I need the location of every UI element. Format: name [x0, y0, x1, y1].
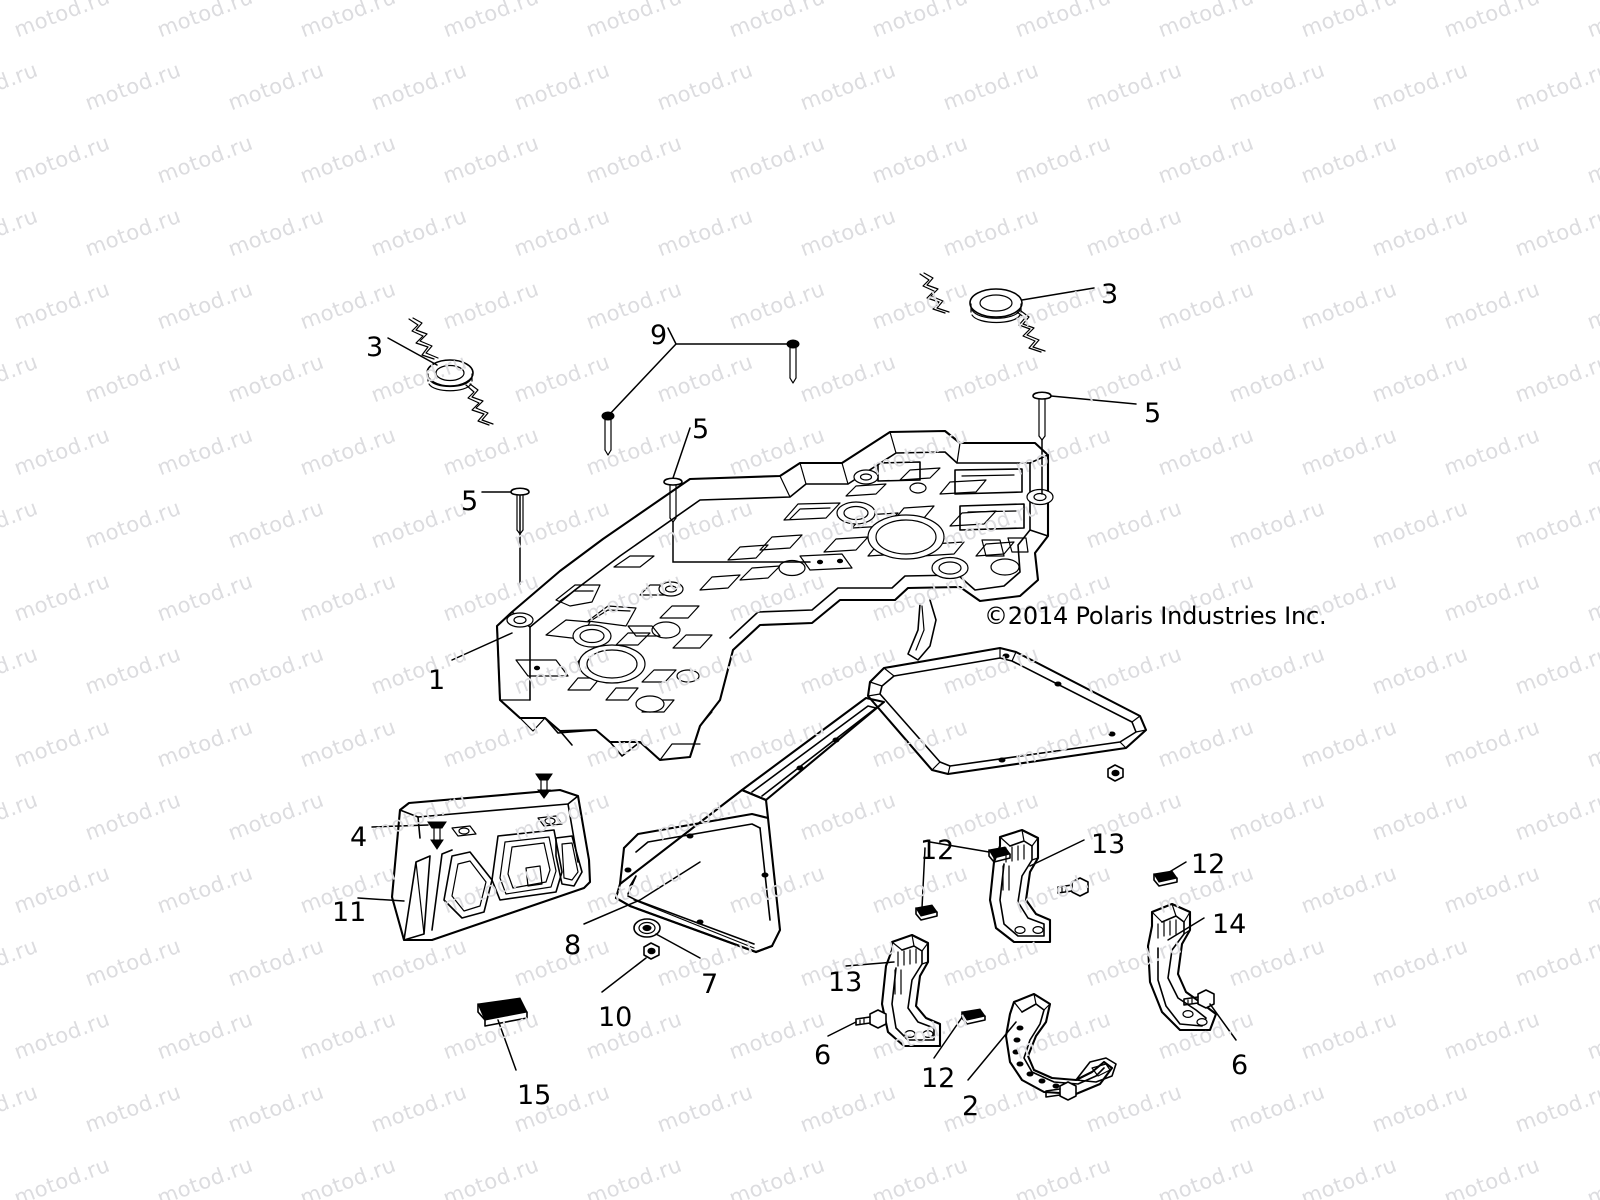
part-screw-5a	[511, 488, 529, 534]
part-flanged-washer	[634, 919, 660, 937]
part-spacer-clip-d	[962, 1009, 985, 1024]
callout-spacer-clip: 12	[1191, 849, 1226, 880]
callout-tubular-rack-frame: 8	[564, 930, 582, 961]
callout-push-rivet: 4	[350, 822, 368, 853]
callout-rear-panel: 11	[332, 897, 367, 928]
part-hex-bolt-d	[1046, 1082, 1076, 1100]
callout-screw-button-head: 5	[461, 486, 479, 517]
part-grommet-with-strap-right	[920, 273, 1045, 352]
part-screw-5b	[664, 478, 682, 522]
callout-hex-bolt: 6	[1231, 1050, 1249, 1081]
callout-hex-bolt: 6	[814, 1040, 832, 1071]
callout-flanged-washer: 7	[701, 969, 719, 1000]
part-mount-bracket-right	[990, 830, 1050, 942]
part-push-rivet	[428, 774, 552, 849]
part-hex-nut	[644, 765, 1123, 959]
callout-rear-rack-assembly: 1	[428, 665, 446, 696]
callout-hex-nut: 10	[598, 1002, 633, 1033]
callout-grommet-with-strap-left: 3	[366, 332, 384, 363]
part-screw-5c	[1033, 392, 1051, 440]
part-long-screw-b	[787, 340, 799, 383]
part-curved-support-arm	[1148, 904, 1216, 1030]
callout-screw-button-head: 5	[1144, 398, 1162, 429]
callout-rubber-pad: 15	[517, 1080, 552, 1111]
part-grommet-with-strap-left	[409, 318, 493, 425]
part-spacer-clip-c	[916, 905, 937, 920]
part-mount-bracket-left	[882, 935, 940, 1046]
part-rear-panel	[392, 790, 590, 940]
callout-mount-bracket-right: 13	[1091, 829, 1126, 860]
part-rear-rack-assembly	[497, 431, 1053, 760]
callout-curved-support-arm: 14	[1212, 909, 1247, 940]
part-rubber-pad	[478, 998, 527, 1026]
callout-long-screw: 9	[650, 320, 668, 351]
part-long-screw-a	[602, 412, 614, 455]
part-spacer-clip-b	[1154, 871, 1177, 886]
callout-grommet-with-strap-right: 3	[1101, 279, 1119, 310]
callout-mount-bracket-left: 13	[828, 967, 863, 998]
part-hex-bolt-c	[1058, 878, 1088, 896]
callout-curved-bracket: 2	[962, 1091, 980, 1122]
copyright-notice: ©2014 Polaris Industries Inc.	[984, 602, 1327, 630]
callout-spacer-clip: 12	[921, 1063, 956, 1094]
callout-screw-button-head: 5	[692, 414, 710, 445]
part-curved-bracket	[1006, 994, 1116, 1094]
part-tubular-rack-frame	[616, 648, 1146, 952]
part-hex-bolt-a	[856, 1010, 886, 1028]
leader-lines	[358, 288, 1236, 1080]
callout-spacer-clip: 12	[920, 835, 955, 866]
